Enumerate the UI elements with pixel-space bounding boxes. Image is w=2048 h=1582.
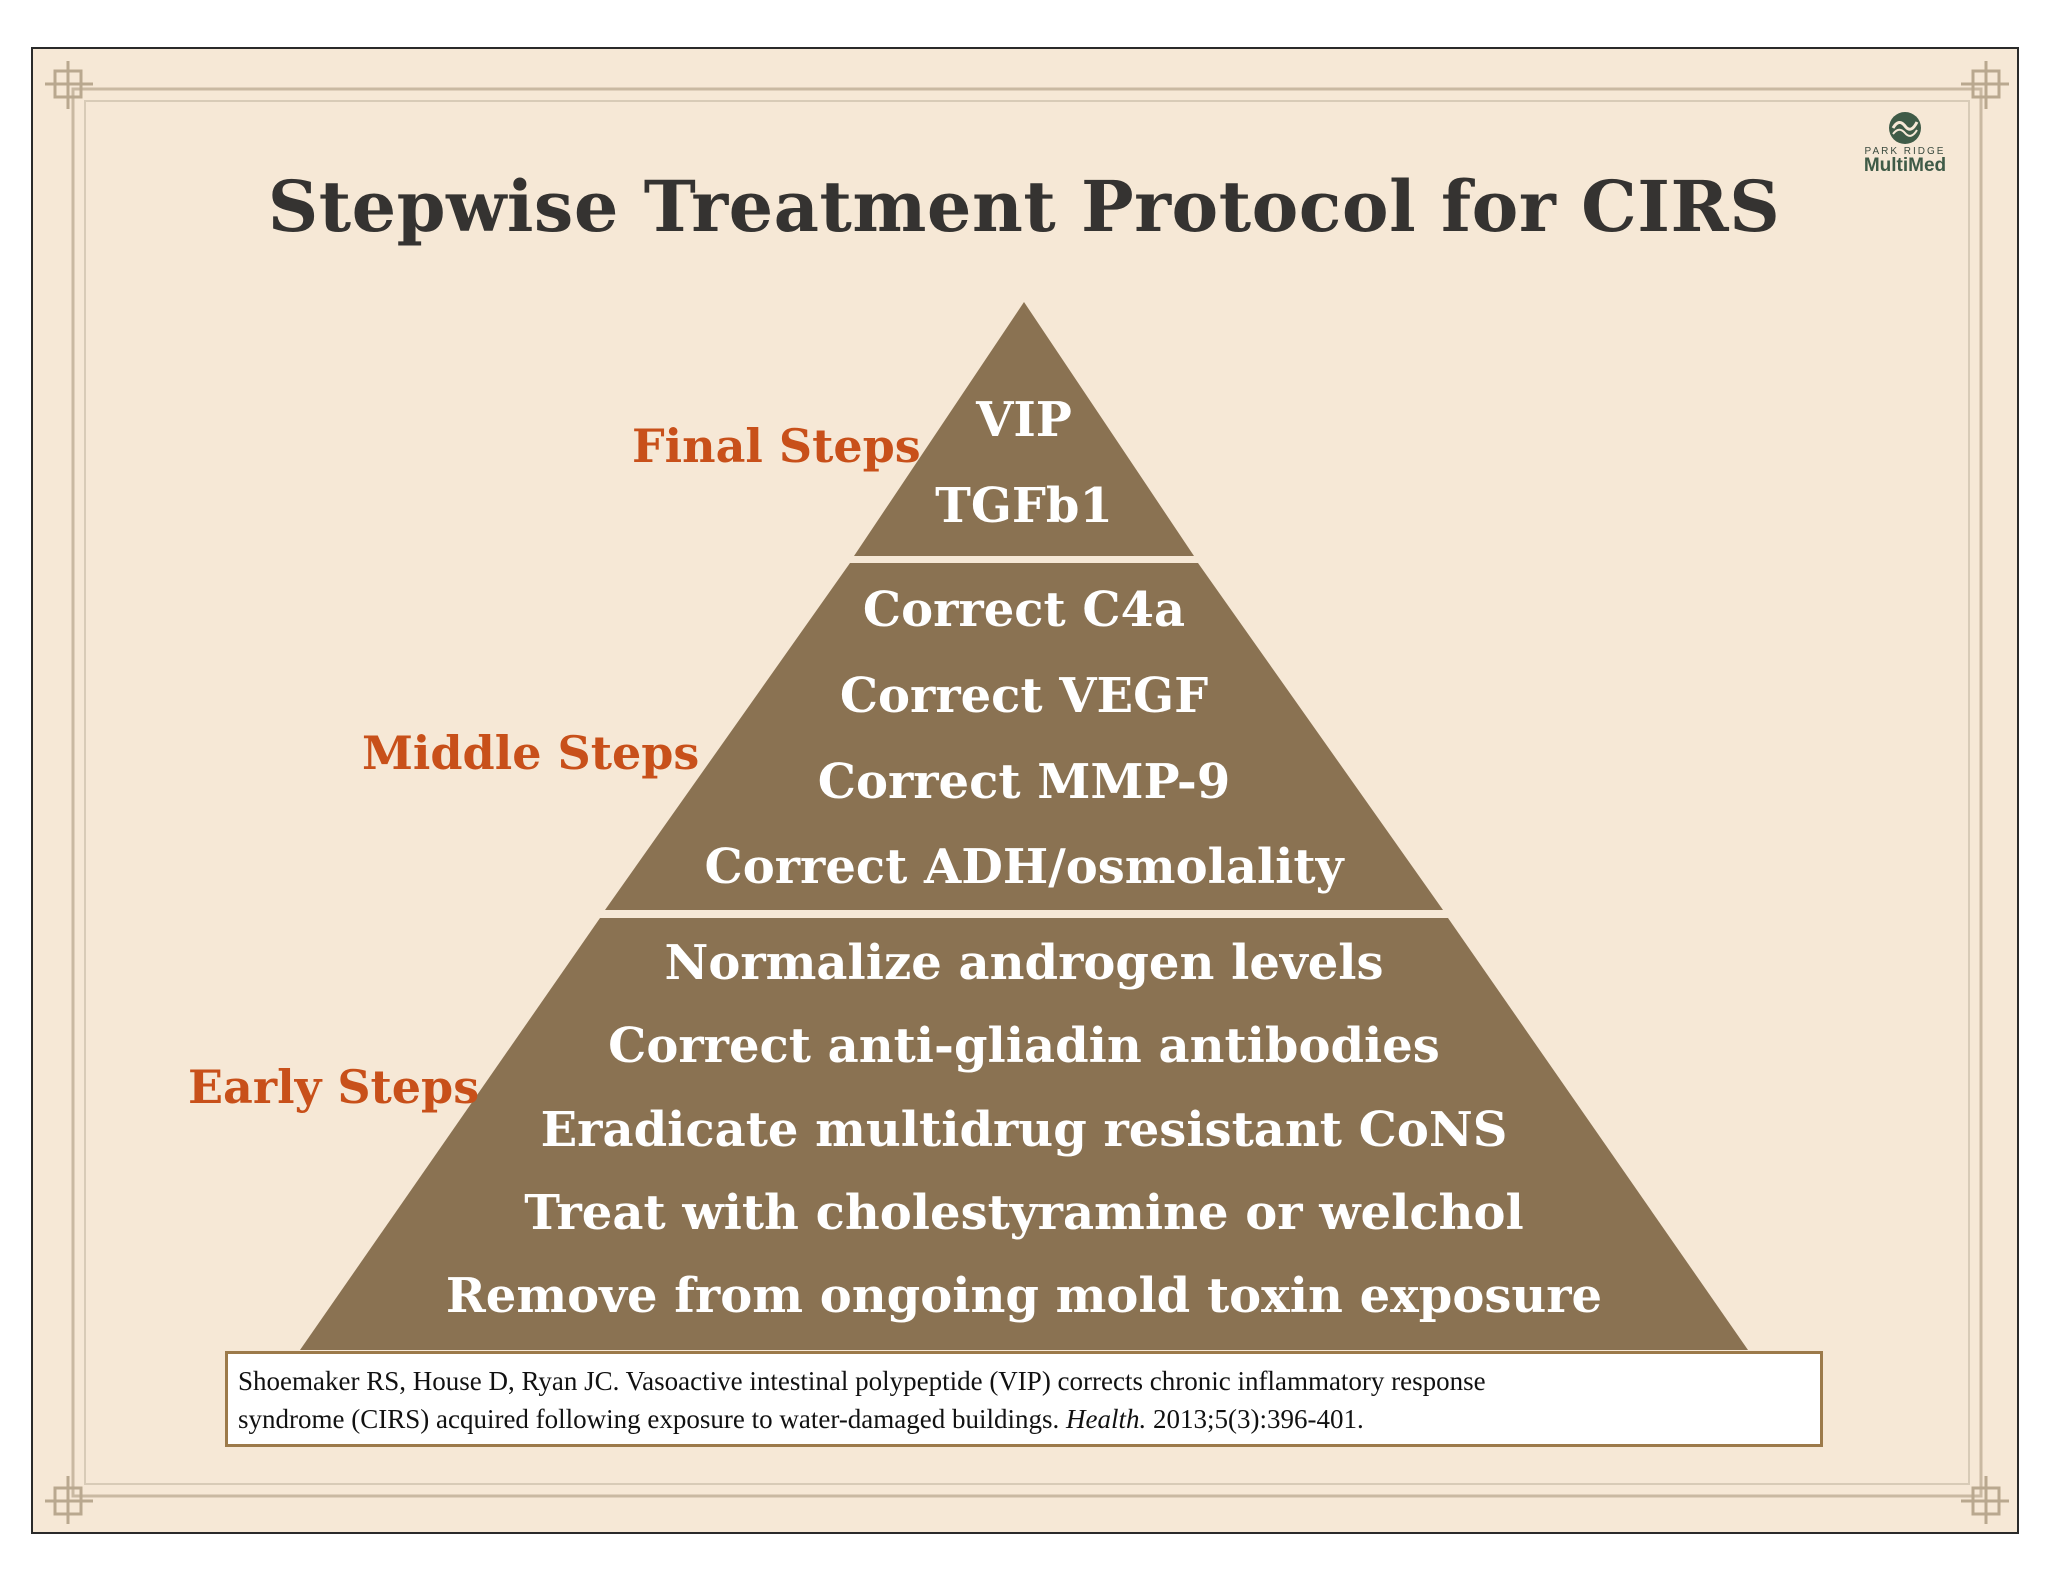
park-ridge-logo-icon [1889,112,1921,144]
label-middle-steps: Middle Steps [362,726,700,780]
logo: PARK RIDGE MultiMed [1845,108,1965,180]
tier-item-tgfb1: TGFb1 [935,478,1113,534]
pyramid-tier-early [300,918,1748,1350]
tier-item-androgen: Normalize androgen levels [664,935,1384,991]
tier-item-cons: Eradicate multidrug resistant CoNS [540,1102,1508,1158]
citation-line-1: Shoemaker RS, House D, Ryan JC. Vasoacti… [238,1366,1486,1396]
tier-item-vip: VIP [976,392,1072,448]
tier-item-mmp9: Correct MMP-9 [817,754,1231,810]
citation-line-2: syndrome (CIRS) acquired following expos… [238,1400,1810,1438]
pyramid-tier-final [854,302,1194,556]
tier-item-antigliadin: Correct anti-gliadin antibodies [608,1018,1440,1074]
label-early-steps: Early Steps [188,1060,480,1114]
citation-line-2-end: 2013;5(3):396-401. [1146,1404,1364,1434]
logo-top-text: PARK RIDGE [1864,146,1946,157]
tier-item-cholestyramine: Treat with cholestyramine or welchol [524,1185,1524,1241]
logo-bottom-text: MultiMed [1863,155,1947,176]
tier-item-vegf: Correct VEGF [839,668,1209,724]
tier-item-c4a: Correct C4a [862,582,1186,638]
decorative-frame [45,61,2009,1524]
tier-item-adh: Correct ADH/osmolality [704,839,1344,895]
citation-journal: Health. [1066,1404,1147,1434]
citation-line-2-text: syndrome (CIRS) acquired following expos… [238,1404,1067,1434]
label-final-steps: Final Steps [632,419,921,473]
page-title: Stepwise Treatment Protocol for CIRS [267,165,1781,248]
pyramid-tier-middle [605,563,1443,910]
citation-box: Shoemaker RS, House D, Ryan JC. Vasoacti… [225,1351,1823,1447]
tier-item-mold: Remove from ongoing mold toxin exposure [445,1268,1603,1324]
